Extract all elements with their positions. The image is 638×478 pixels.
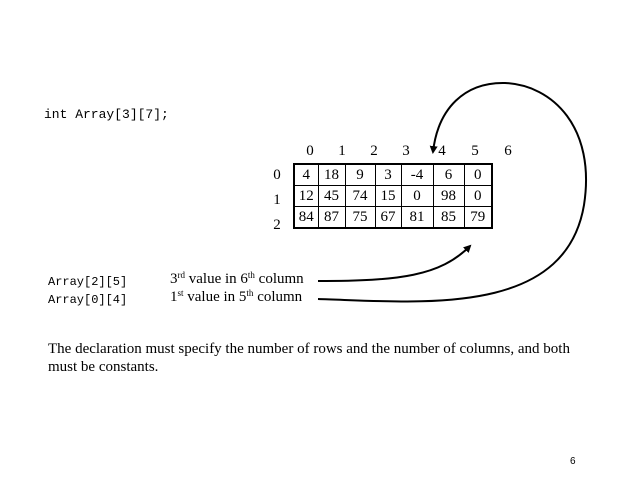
- array-cell: 0: [463, 185, 493, 207]
- description-tail: column: [254, 271, 304, 287]
- row-header: 0: [273, 167, 281, 183]
- array-cell: 81: [400, 206, 434, 229]
- ordinal-suffix: rd: [177, 270, 186, 280]
- example-description-1: 3rd value in 6th column: [170, 271, 304, 288]
- array-cell: 74: [344, 185, 376, 207]
- array-cell: 98: [432, 185, 465, 207]
- row-header: 1: [273, 192, 281, 208]
- array-declaration: int Array[3][7];: [44, 107, 169, 122]
- column-header: 2: [370, 143, 378, 159]
- array-row: 84 87 75 67 81 85 79: [293, 206, 493, 229]
- column-ordinal: 5: [238, 289, 247, 305]
- column-header: 1: [338, 143, 346, 159]
- array-row: 12 45 74 15 0 98 0: [293, 185, 493, 207]
- column-header: 5: [471, 143, 479, 159]
- description-mid: value in: [183, 289, 239, 305]
- arrow-to-array-2-5: [317, 244, 472, 282]
- description-tail: column: [253, 289, 303, 305]
- array-grid: 4 18 9 3 -4 6 0 12 45 74 15 0 98 0 84 87…: [293, 163, 493, 229]
- array-cell: 0: [463, 163, 493, 186]
- array-cell: 12: [293, 185, 319, 207]
- array-cell: 84: [293, 206, 319, 229]
- row-header: 2: [273, 217, 281, 233]
- array-cell: 79: [463, 206, 493, 229]
- column-ordinal-suffix: th: [247, 270, 255, 280]
- array-row: 4 18 9 3 -4 6 0: [293, 163, 493, 186]
- ordinal-suffix: st: [177, 288, 184, 298]
- example-code-1: Array[2][5]: [48, 275, 128, 289]
- array-cell: 45: [317, 185, 346, 207]
- ordinal: 1: [170, 289, 178, 305]
- column-ordinal-suffix: th: [246, 288, 254, 298]
- array-cell: 85: [432, 206, 465, 229]
- declaration-note: The declaration must specify the number …: [48, 341, 570, 375]
- column-header: 6: [504, 143, 512, 159]
- column-header: 4: [438, 143, 446, 159]
- ordinal: 3: [170, 271, 178, 287]
- column-ordinal: 6: [240, 271, 248, 287]
- column-header: 3: [402, 143, 410, 159]
- arrow-to-array-0-4: [317, 81, 587, 303]
- page-number: 6: [570, 456, 576, 467]
- example-code-2: Array[0][4]: [48, 293, 128, 307]
- column-header: 0: [306, 143, 314, 159]
- example-description-2: 1st value in 5th column: [170, 289, 302, 306]
- array-cell: 0: [400, 185, 434, 207]
- array-cell: 87: [317, 206, 346, 229]
- description-mid: value in: [185, 271, 241, 287]
